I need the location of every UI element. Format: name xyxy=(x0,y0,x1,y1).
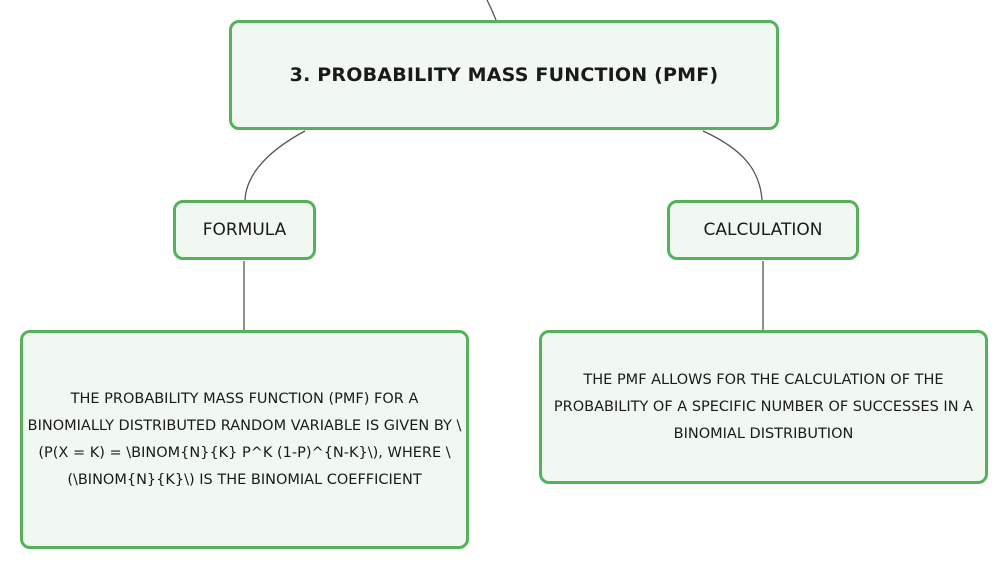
connector-root-to-calculation xyxy=(702,130,763,201)
calculation-detail-text: THE PMF ALLOWS FOR THE CALCULATION OF TH… xyxy=(553,371,974,442)
calculation-label: CALCULATION xyxy=(703,220,823,240)
connector-incoming xyxy=(486,0,497,21)
root-topic-label: 3. PROBABILITY MASS FUNCTION (PMF) xyxy=(289,64,719,86)
calculation-detail-node[interactable]: THE PMF ALLOWS FOR THE CALCULATION OF TH… xyxy=(539,330,988,484)
formula-detail-node[interactable]: THE PROBABILITY MASS FUNCTION (PMF) FOR … xyxy=(20,330,469,549)
formula-node[interactable]: FORMULA xyxy=(173,200,316,260)
calculation-node[interactable]: CALCULATION xyxy=(667,200,859,260)
connector-root-to-formula xyxy=(244,130,306,201)
formula-detail-text: THE PROBABILITY MASS FUNCTION (PMF) FOR … xyxy=(27,390,462,488)
formula-label: FORMULA xyxy=(202,220,287,240)
root-topic-node[interactable]: 3. PROBABILITY MASS FUNCTION (PMF) xyxy=(229,20,779,130)
